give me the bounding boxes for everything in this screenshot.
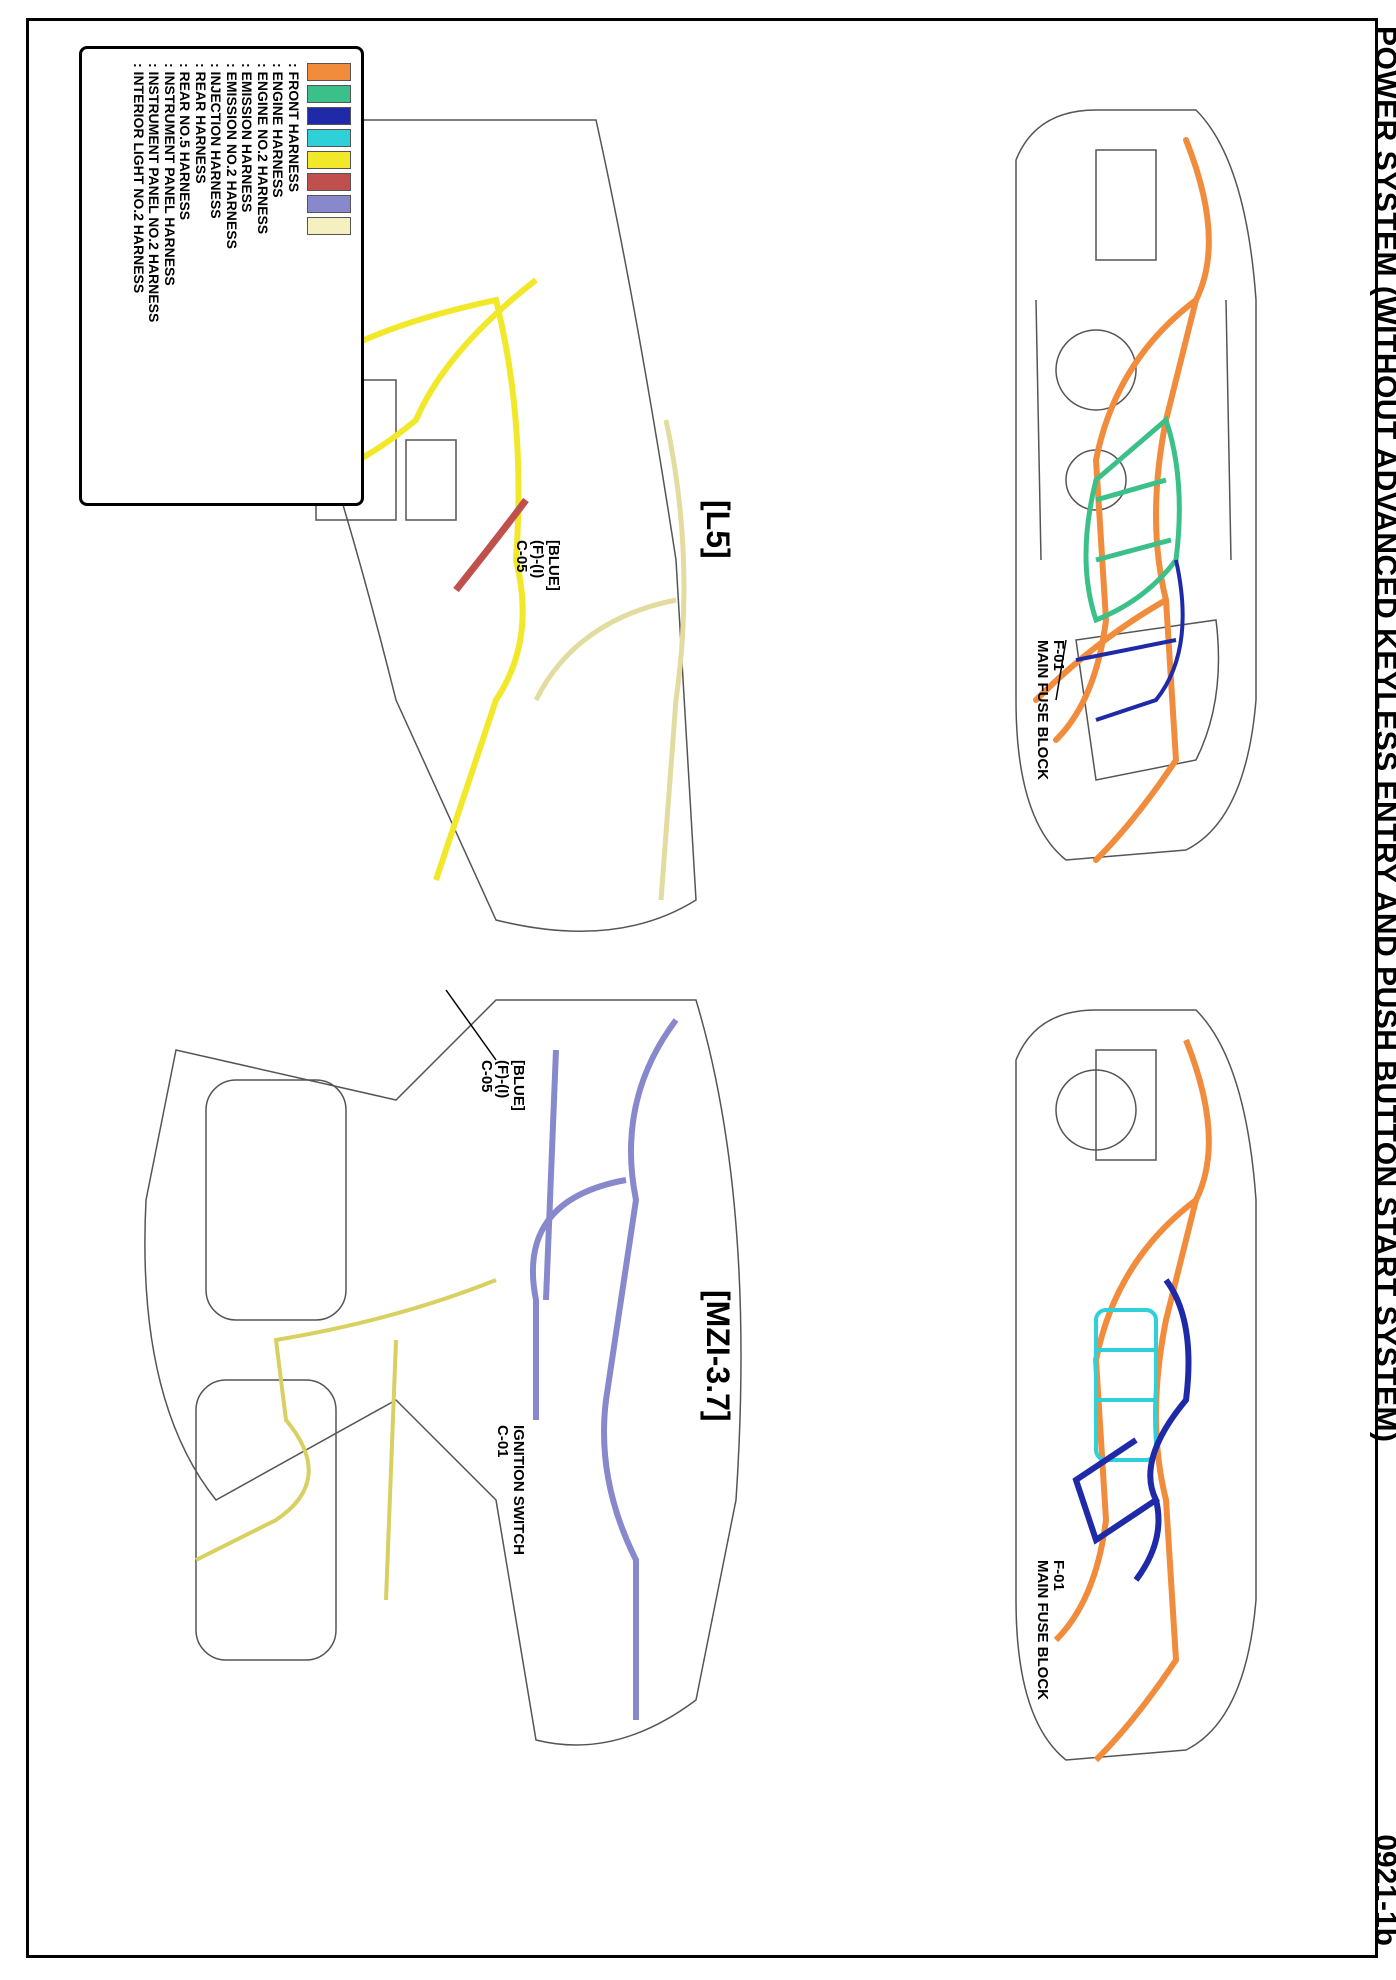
legend-items: : FRONT HARNESS: ENGINE HARNESS: ENGINE …	[131, 63, 302, 489]
legend-item: : INSTRUMENT PANEL HARNESS	[162, 63, 178, 286]
callout-fuse-right: F-01 MAIN FUSE BLOCK	[1034, 1560, 1067, 1700]
callout-ignition-switch: IGNITION SWITCH C-01	[494, 1425, 527, 1555]
callout-connector-right: [BLUE] (F)-(I) C-05	[478, 1060, 527, 1111]
section-label-l5: [L5]	[700, 500, 736, 559]
harness-legend: : FRONT HARNESS: ENGINE HARNESS: ENGINE …	[79, 46, 364, 506]
harness-rear-mzi	[195, 1278, 497, 1601]
legend-swatch	[307, 129, 351, 147]
harness-rear5-l5	[453, 497, 529, 593]
legend-swatch	[307, 173, 351, 191]
legend-swatch	[307, 107, 351, 125]
legend-swatch	[307, 151, 351, 169]
legend-item: : REAR HARNESS	[193, 63, 209, 184]
callout-fuse-left: F-01 MAIN FUSE BLOCK	[1034, 640, 1067, 780]
legend-swatch	[307, 85, 351, 103]
legend-item: : ENGINE NO.2 HARNESS	[255, 63, 271, 235]
cabin-mzi	[144, 999, 742, 1746]
legend-swatch	[307, 63, 351, 81]
legend-item: : REAR NO.5 HARNESS	[177, 63, 194, 221]
harness-front-l5	[1033, 137, 1212, 863]
harness-ip-mzi	[529, 1018, 679, 1720]
legend-swatch	[307, 195, 351, 213]
harness-engine-l5	[1083, 415, 1182, 624]
legend-swatches	[307, 63, 351, 489]
leader-ignition	[445, 989, 497, 1061]
legend-item: : ENGINE HARNESS	[270, 63, 287, 198]
legend-item: : INSTRUMENT PANEL NO.2 HARNESS	[146, 63, 163, 323]
engine-bay-mzi	[1015, 1009, 1257, 1761]
harness-emission-l5	[1075, 559, 1185, 722]
harness-interior-light-l5	[533, 419, 687, 901]
legend-swatch	[307, 217, 351, 235]
legend-item: : EMISSION HARNESS	[239, 63, 256, 213]
leader-fuse-left	[1055, 639, 1067, 701]
harness-emission-mzi	[1072, 1278, 1192, 1582]
section-label-mzi: [MZI-3.7]	[700, 1290, 736, 1422]
legend-item: : EMISSION NO.2 HARNESS	[224, 63, 240, 249]
harness-injection-mzi	[1094, 1308, 1158, 1462]
legend-item: : FRONT HARNESS	[286, 63, 302, 193]
legend-item: : INTERIOR LIGHT NO.2 HARNESS	[131, 63, 147, 294]
engine-bay-l5	[1015, 109, 1257, 861]
legend-item: : INJECTION HARNESS	[208, 63, 225, 219]
callout-connector-left: [BLUE] (F)-(I) C-05	[513, 540, 562, 591]
